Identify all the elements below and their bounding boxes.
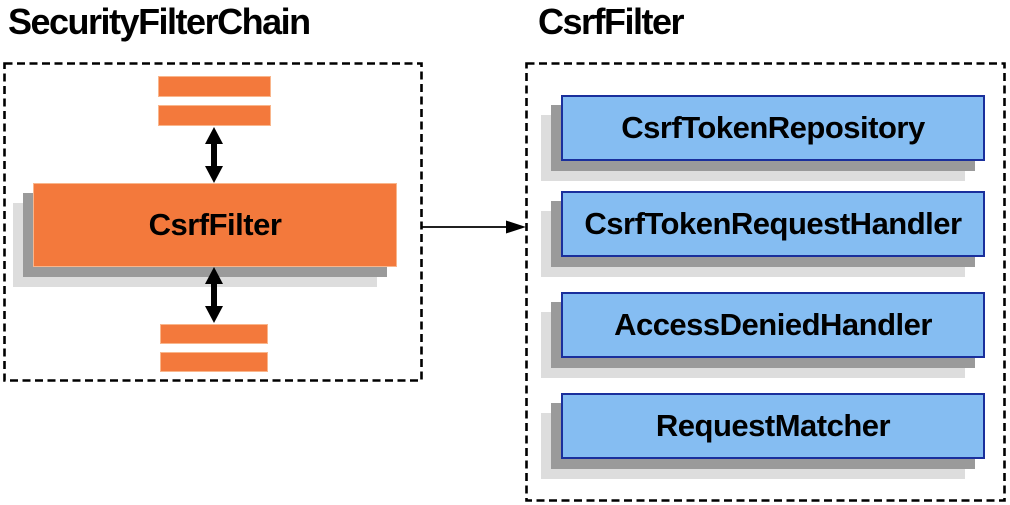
upstream-filter-bar-1 [158, 76, 271, 97]
component-csrf-token-repository: CsrfTokenRepository [561, 95, 985, 161]
component-label: RequestMatcher [655, 408, 891, 443]
component-access-denied-handler: AccessDeniedHandler [561, 292, 985, 358]
component-label: CsrfTokenRepository [621, 110, 925, 145]
csrf-filter-detail-arrow-icon [422, 219, 528, 235]
upstream-filter-bar-2 [158, 105, 271, 126]
component-request-matcher: RequestMatcher [561, 393, 985, 459]
csrf-filter-boundary [525, 62, 1006, 502]
component-label: AccessDeniedHandler [614, 307, 932, 342]
csrf-filter-box-label: CsrfFilter [148, 207, 282, 242]
downstream-filter-bar-1 [160, 324, 268, 344]
security-filter-chain-boundary [3, 62, 423, 382]
component-label: CsrfTokenRequestHandler [584, 206, 962, 241]
double-arrow-top-icon [202, 127, 226, 183]
csrf-filter-box: CsrfFilter [33, 183, 397, 267]
csrf-filter-detail-title: CsrfFilter [538, 1, 685, 42]
double-arrow-bottom-icon [202, 267, 226, 323]
security-filter-chain-title: SecurityFilterChain [8, 1, 311, 42]
downstream-filter-bar-2 [160, 352, 268, 372]
component-csrf-token-request-handler: CsrfTokenRequestHandler [561, 191, 985, 257]
